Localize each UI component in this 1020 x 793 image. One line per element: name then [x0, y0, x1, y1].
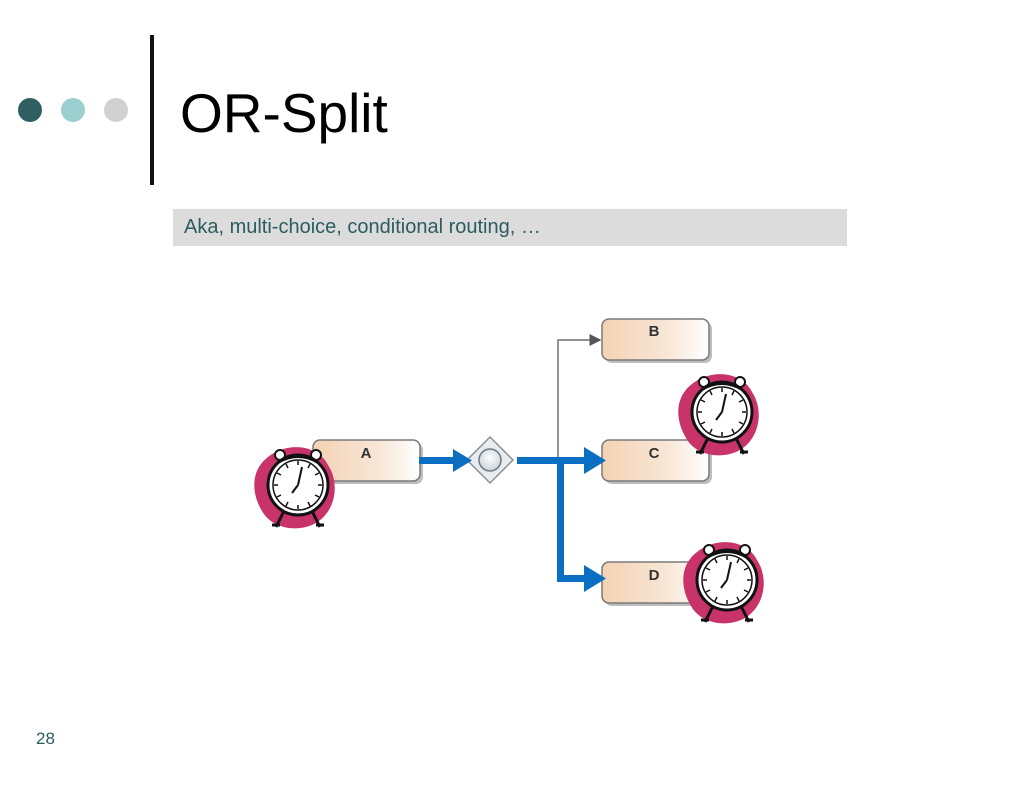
- task-b-label: B: [649, 323, 660, 340]
- task-c: C: [601, 439, 712, 484]
- task-a-label: A: [361, 445, 372, 462]
- task-c-label: C: [649, 445, 660, 462]
- flow-to-c-arrow: [517, 447, 606, 474]
- bullet-dot-gray: [104, 98, 128, 122]
- flow-to-d-arrow: [557, 457, 606, 592]
- bullet-dot-dark: [18, 98, 42, 122]
- task-d-label: D: [649, 567, 660, 584]
- page-number: 28: [36, 729, 55, 748]
- alarm-clock-icon-d: [681, 540, 766, 625]
- flow-to-b-arrow: [557, 334, 602, 460]
- task-a: A: [312, 439, 423, 484]
- flow-a-to-gateway-arrow: [419, 449, 472, 472]
- slide-title: OR-Split: [180, 82, 388, 144]
- slide-subtitle: Aka, multi-choice, conditional routing, …: [173, 209, 847, 246]
- task-b: B: [601, 318, 712, 363]
- alarm-clock-icon-c: [676, 372, 761, 457]
- or-gateway-icon: [465, 435, 515, 485]
- title-divider: [150, 35, 154, 185]
- bullet-dot-teal: [61, 98, 85, 122]
- alarm-clock-icon-a: [252, 445, 337, 530]
